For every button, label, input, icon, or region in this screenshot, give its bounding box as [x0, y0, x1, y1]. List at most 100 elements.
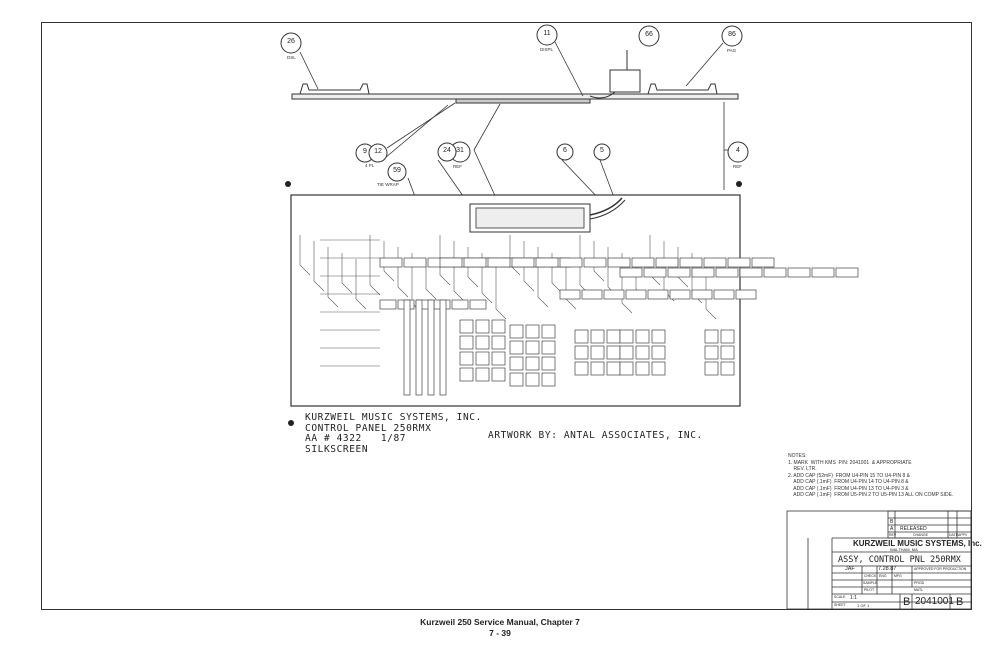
ic-chip — [655, 257, 679, 268]
panel-key — [574, 345, 589, 360]
size-letter: B — [903, 596, 911, 608]
panel-key — [590, 361, 605, 376]
pcb-trace — [355, 259, 367, 310]
drawing-title: ASSY, CONTROL PNL 250RMX — [838, 555, 961, 565]
drawing-frame — [41, 22, 972, 610]
panel-key — [491, 319, 506, 334]
pcb-trace — [369, 235, 381, 296]
ic-chip — [787, 267, 811, 278]
panel-key — [635, 345, 650, 360]
panel-key — [619, 329, 634, 344]
revision-letter: B — [956, 596, 964, 608]
rev-col-date: DATE — [949, 533, 959, 537]
ic-chip — [715, 267, 739, 278]
panel-key — [606, 329, 621, 344]
note-2c: ADD CAP (.1mF) FROM U4-PIN 13 TO U4-PIN … — [788, 485, 909, 492]
panel-key — [541, 324, 556, 339]
note-1b: REV. LTR. — [788, 466, 817, 472]
company-name: KURZWEIL MUSIC SYSTEMS, Inc. — [853, 539, 982, 548]
rev-col-appv: APPV — [958, 533, 968, 537]
ic-chip — [691, 267, 715, 278]
sample-label: SAMPLE — [863, 581, 878, 585]
pcb-trace — [523, 241, 535, 292]
silkscreen-aa-number: AA # 4322 1/87 — [305, 433, 407, 444]
note-1a: 1. MARK WITH KMS P/N: 2041001 & APPROPRI… — [788, 459, 912, 466]
panel-key — [525, 324, 540, 339]
panel-key — [704, 345, 719, 360]
callout-9-number: 9 — [363, 148, 367, 155]
panel-key — [574, 361, 589, 376]
drawn-by: JAF — [845, 566, 855, 572]
callout-11-number: 11 — [543, 30, 551, 37]
ic-chip — [739, 267, 763, 278]
pcb-trace — [383, 241, 395, 282]
rev-col-rev: REV — [889, 533, 897, 537]
panel-key — [525, 372, 540, 387]
panel-key — [720, 329, 735, 344]
callout-5-number: 5 — [600, 147, 604, 154]
panel-key — [475, 319, 490, 334]
ic-chip — [691, 289, 713, 300]
approved-label: APPROVED FOR PRODUCTION — [914, 567, 967, 571]
title-block-frame — [786, 510, 972, 610]
silkscreen-block: KURZWEIL MUSIC SYSTEMS, INC. CONTROL PAN… — [305, 412, 482, 455]
panel-key — [651, 361, 666, 376]
panel-key — [459, 319, 474, 334]
callout-59-sub: TIE WRAP — [377, 182, 399, 187]
ic-chip — [559, 257, 583, 268]
ic-chip — [811, 267, 835, 278]
pcb-trace — [299, 235, 311, 276]
notes-title: NOTES: — [788, 453, 807, 459]
panel-key — [619, 361, 634, 376]
ic-chip — [703, 257, 727, 268]
slider-strip — [427, 299, 435, 396]
panel-key — [475, 351, 490, 366]
ic-chip — [751, 257, 775, 268]
drawing-date: 7.28.87 — [878, 566, 897, 572]
callout-66-number: 66 — [645, 31, 653, 38]
ic-chip — [763, 267, 787, 278]
panel-key — [491, 367, 506, 382]
panel-key — [704, 329, 719, 344]
pilot-label: PILOT — [864, 588, 875, 592]
leader-lines — [299, 41, 733, 216]
ic-chip — [607, 257, 631, 268]
panel-key — [509, 324, 524, 339]
ic-chip — [535, 257, 559, 268]
slider-strip — [439, 299, 447, 396]
panel-key — [635, 329, 650, 344]
panel-key — [509, 372, 524, 387]
panel-key — [590, 345, 605, 360]
ic-chip — [647, 289, 669, 300]
callout-26-sub: DSL — [287, 55, 296, 60]
callout-11-sub: DISPL — [540, 47, 554, 52]
pcb-trace — [313, 241, 325, 292]
panel-key — [541, 340, 556, 355]
eng-label: ENG — [879, 574, 887, 578]
panel-key — [606, 345, 621, 360]
pcb-trace — [425, 259, 437, 300]
panel-key — [590, 329, 605, 344]
ic-chip — [487, 257, 511, 268]
panel-key — [525, 356, 540, 371]
panel-key — [651, 329, 666, 344]
rev-col-change: CHANGE — [913, 533, 928, 537]
side-view — [291, 50, 739, 104]
panel-key — [491, 351, 506, 366]
ic-chip — [451, 299, 469, 310]
slider-strip — [415, 299, 423, 396]
pcb-trace — [495, 259, 507, 320]
panel-key — [720, 361, 735, 376]
scale-value: 1:1 — [850, 595, 857, 601]
silkscreen-part: CONTROL PANEL 250RMX — [305, 422, 432, 434]
callout-26-number: 26 — [287, 38, 295, 45]
rev-a-desc: RELEASED — [900, 526, 927, 532]
callout-86-sub: PAG — [727, 48, 737, 53]
pcb-trace — [327, 247, 339, 308]
callout-12-sub: 4 PL — [365, 163, 375, 168]
ic-chip — [403, 257, 427, 268]
panel-key — [491, 335, 506, 350]
callout-59-number: 59 — [393, 167, 401, 174]
sheet-value: 1 OF 1 — [857, 603, 870, 608]
pcb-trace — [439, 235, 451, 286]
